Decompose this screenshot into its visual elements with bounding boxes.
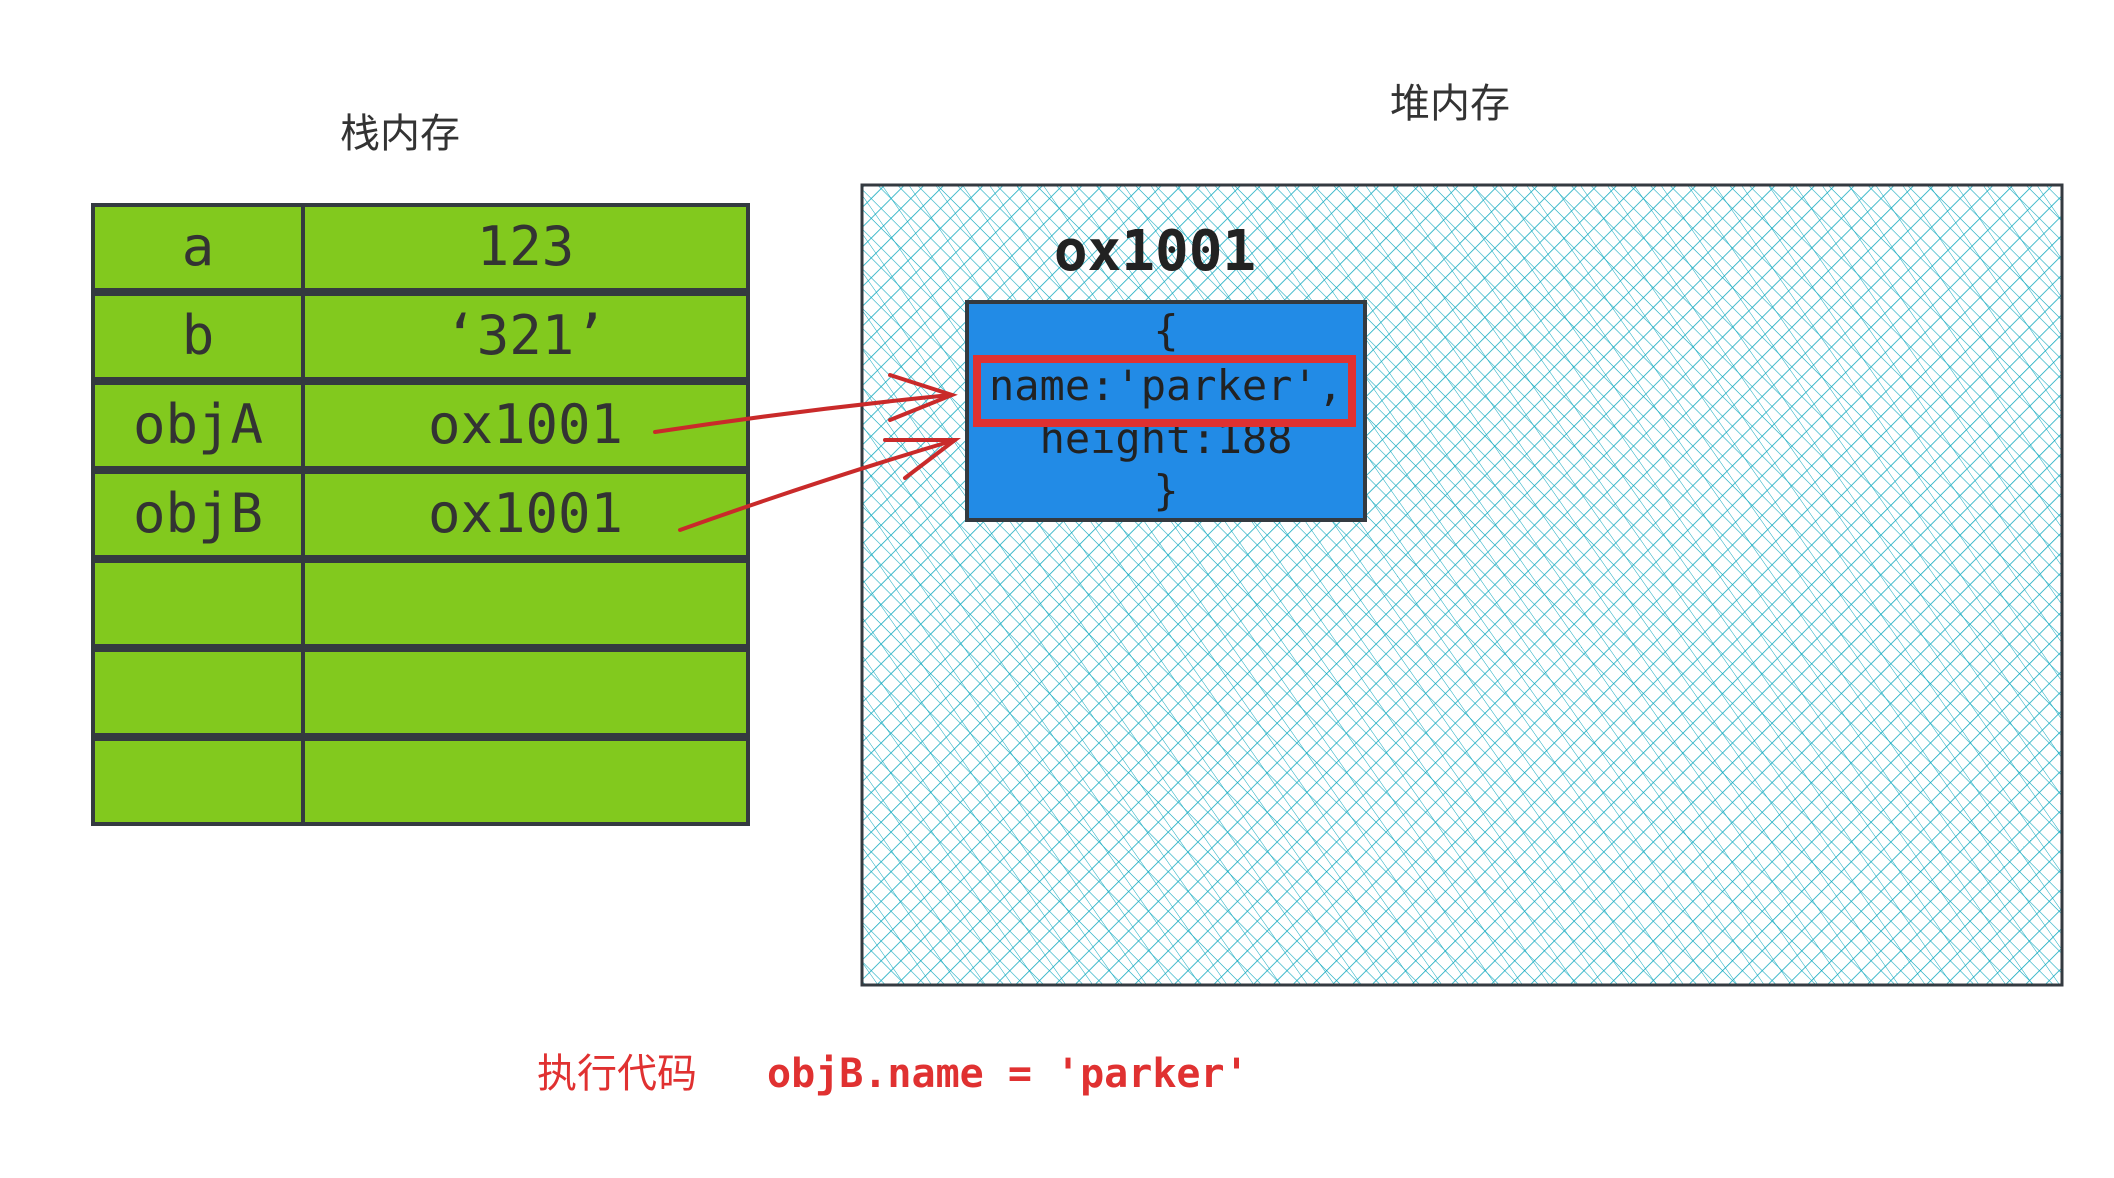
object-line: { — [1153, 306, 1178, 355]
stack-row: objB ox1001 — [91, 470, 750, 559]
stack-row-value: 123 — [477, 215, 575, 278]
stack-row-key: a — [182, 215, 215, 278]
heap-title: 堆内存 — [1390, 81, 1510, 127]
arrow-objA-to-object — [653, 373, 958, 434]
stack-row: b ‘321’ — [91, 292, 750, 381]
object-line: name:'parker', — [989, 361, 1343, 410]
caption-code: objB.name = 'parker' — [767, 1051, 1249, 1097]
stack-row-value: ox1001 — [428, 393, 623, 456]
stack-row-value: ox1001 — [428, 482, 623, 545]
stack-row-value: ‘321’ — [444, 304, 607, 367]
stack-table: a 123 b ‘321’ objA ox1001 objB ox1001 — [91, 203, 750, 826]
caption-label: 执行代码 — [537, 1051, 697, 1097]
stack-row — [91, 737, 750, 826]
stack-row — [91, 648, 750, 737]
heap-address-label: ox1001 — [1054, 219, 1256, 284]
stack-row: a 123 — [91, 203, 750, 292]
object-text: {name:'parker',height:188} — [989, 306, 1343, 515]
stack-title: 栈内存 — [340, 111, 460, 157]
stack-row-key: objB — [133, 482, 263, 545]
stack-row-key: objA — [133, 393, 263, 456]
stack-row-key: b — [182, 304, 215, 367]
highlight-box — [973, 355, 1356, 427]
stack-row — [91, 559, 750, 648]
stack-row: objA ox1001 — [91, 381, 750, 470]
heap-object-box — [965, 300, 1367, 522]
arrow-objB-to-object — [678, 438, 961, 532]
object-line: } — [1153, 466, 1178, 515]
